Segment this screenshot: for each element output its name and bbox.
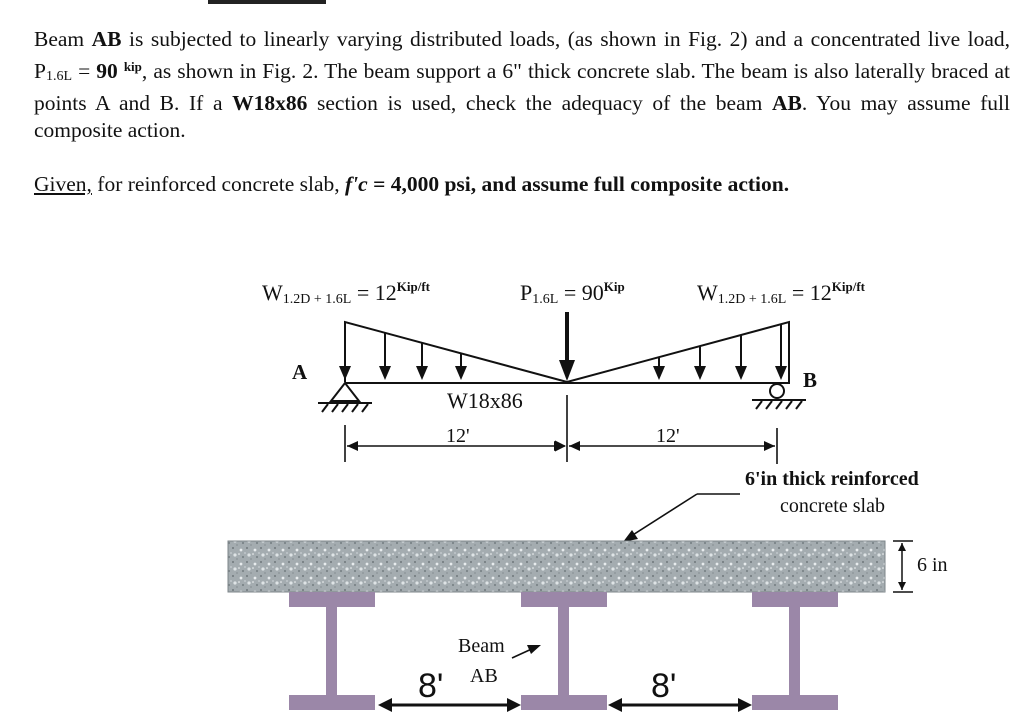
beam-label-line2: AB bbox=[470, 665, 498, 687]
point-load-arrow bbox=[559, 312, 575, 381]
pin-support-a bbox=[318, 381, 372, 413]
dim-right-label: 12' bbox=[656, 425, 680, 447]
slab-note-line1: 6'in thick reinforced bbox=[745, 468, 919, 490]
beam-label-leader bbox=[511, 645, 541, 659]
slab-thickness-dimension bbox=[893, 540, 913, 593]
given-label: Given, bbox=[34, 172, 92, 196]
i-beam-ab bbox=[521, 592, 607, 710]
spacing-right-label: 8' bbox=[651, 667, 676, 705]
roller-support-b bbox=[752, 383, 806, 410]
beam-name: AB bbox=[91, 27, 122, 51]
w-left-label: W1.2D + 1.6L = 12Kip/ft bbox=[262, 279, 431, 307]
slab-thickness-label: 6 in bbox=[917, 554, 948, 576]
fc-label: f'c bbox=[345, 172, 368, 196]
beam-label-line1: Beam bbox=[458, 635, 505, 657]
p-load-label: P1.6L = 90Kip bbox=[520, 279, 625, 307]
top-rule bbox=[208, 0, 326, 4]
dim-left-label: 12' bbox=[446, 425, 470, 447]
problem-statement: Beam AB is subjected to linearly varying… bbox=[34, 27, 1011, 142]
slab-note-line2: concrete slab bbox=[780, 495, 885, 517]
slab-leader bbox=[623, 493, 740, 542]
spacing-left-label: 8' bbox=[418, 667, 443, 705]
i-beam-right bbox=[752, 592, 838, 710]
support-a-label: A bbox=[292, 360, 308, 384]
given-statement: Given, for reinforced concrete slab, f'c… bbox=[34, 172, 790, 196]
section-label: W18x86 bbox=[447, 388, 523, 413]
concrete-slab bbox=[227, 540, 886, 593]
i-beam-left bbox=[289, 592, 375, 710]
load-arrows bbox=[339, 322, 787, 380]
beam-spacing-dimensions bbox=[378, 698, 752, 712]
section-name: W18x86 bbox=[232, 91, 308, 115]
w-right-label: W1.2D + 1.6L = 12Kip/ft bbox=[697, 279, 866, 307]
span-dimensions bbox=[344, 395, 778, 464]
support-b-label: B bbox=[803, 368, 817, 392]
